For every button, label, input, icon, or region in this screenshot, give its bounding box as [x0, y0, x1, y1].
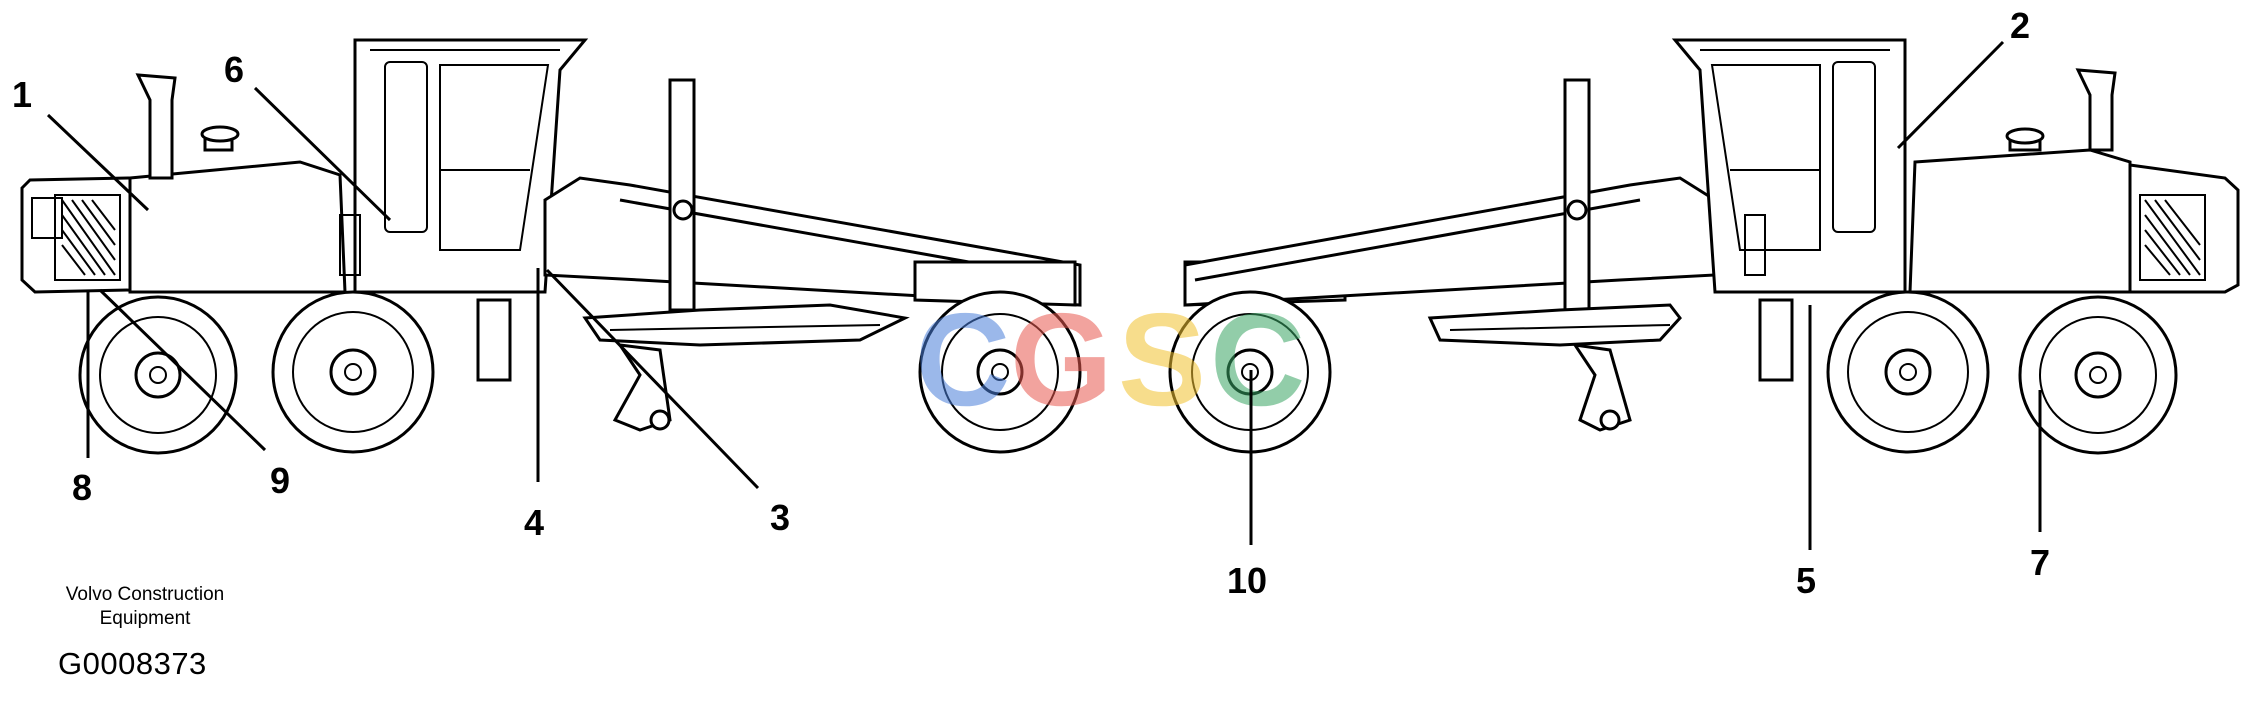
figure-id: G0008373 [58, 646, 207, 681]
callout-1: 1 [12, 74, 32, 115]
left-grader-illustration [20, 38, 1082, 455]
callout-3: 3 [770, 497, 790, 538]
callout-numbers: 1 2 3 4 5 6 7 8 9 10 [12, 5, 2050, 601]
leader-lines [46, 40, 2042, 550]
watermark-letter-1: C [915, 286, 1010, 433]
callout-5: 5 [1796, 560, 1816, 601]
callout-6: 6 [224, 49, 244, 90]
callout-7: 7 [2030, 542, 2050, 583]
watermark: C G S C [915, 286, 1305, 433]
watermark-letter-4: C [1210, 286, 1305, 433]
caption-line-1: Volvo Construction [65, 584, 225, 605]
callout-10: 10 [1227, 560, 1267, 601]
watermark-letter-2: G [1010, 286, 1113, 433]
caption-line-2: Equipment [99, 608, 191, 629]
callout-4: 4 [524, 502, 544, 543]
right-grader-illustration [1168, 38, 2240, 455]
manufacturer-caption: Volvo Construction Equipment [20, 583, 270, 631]
watermark-letter-3: S [1118, 286, 1206, 433]
callout-8: 8 [72, 467, 92, 508]
callout-2: 2 [2010, 5, 2030, 46]
callout-9: 9 [270, 460, 290, 501]
